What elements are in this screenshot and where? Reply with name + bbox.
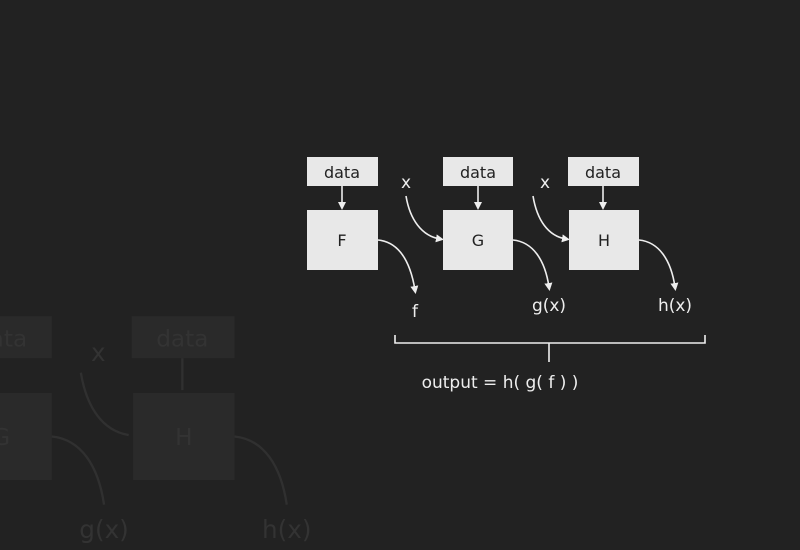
data-box [443, 157, 513, 186]
data-box [568, 157, 639, 186]
function-box-g [443, 210, 513, 270]
ghost-function-label: G [0, 424, 10, 451]
input-label: x [401, 173, 411, 193]
ghost-function-box-h [133, 393, 235, 480]
function-label: G [472, 231, 484, 250]
data-label: data [585, 163, 621, 182]
ghost-input-arrow [79, 372, 129, 437]
input-label: x [540, 173, 550, 193]
ghost-data-box [131, 316, 235, 359]
output-label: g(x) [532, 296, 566, 316]
output-brace [394, 335, 706, 362]
ghost-input-label: x [91, 338, 106, 367]
stage-h: x data H h(x) [532, 157, 692, 316]
output-label: h(x) [658, 296, 692, 316]
input-arrow [405, 195, 444, 243]
ghost-function-box-g [0, 393, 52, 480]
ghost-output-arrow [51, 435, 106, 505]
data-label: data [460, 163, 496, 182]
function-box-f [307, 210, 378, 270]
input-arrow [532, 195, 570, 243]
output-arrow [512, 239, 553, 291]
ghost-function-label: H [175, 424, 192, 451]
ghost-output-label: h(x) [262, 515, 311, 544]
ghost-data-label: data [156, 326, 208, 353]
ghost-data-label: data [0, 326, 27, 353]
output-arrow [377, 239, 419, 294]
function-label: H [598, 231, 610, 250]
data-label: data [324, 163, 360, 182]
ghost-data-box [0, 316, 52, 359]
output-arrow [638, 239, 679, 291]
ghost-output-label: g(x) [79, 515, 128, 544]
output-label: f [412, 302, 419, 322]
stage-f: data F f [307, 157, 419, 322]
data-box [307, 157, 378, 186]
function-label: F [337, 231, 346, 250]
main-diagram: data F f x data G g(x) x data H [307, 157, 706, 393]
stage-g: x data G g(x) [401, 157, 566, 316]
output-formula: output = h( g( f ) ) [422, 373, 579, 393]
function-box-h [569, 210, 639, 270]
ghost-output-arrow [234, 435, 288, 505]
ghost-diagram-background: data G g(x) x data H h(x) [0, 316, 311, 544]
